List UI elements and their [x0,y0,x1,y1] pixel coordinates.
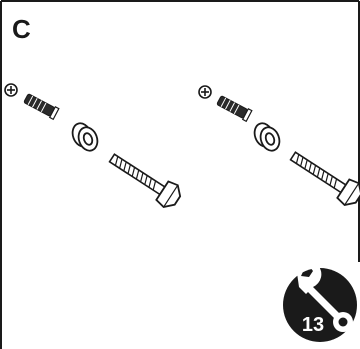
spacer-washer [253,122,281,152]
spacer-washer [71,122,99,152]
hardware-set-1 [4,83,182,209]
step-letter: C [12,14,31,44]
phillips-screwdriver-icon [4,83,18,97]
wrench-icon [296,260,353,332]
hardware-set-2 [198,85,360,207]
tool-size-label: 13 [302,314,324,336]
wall-anchor [216,95,253,123]
wall-anchor [23,93,60,121]
hex-bolt [108,153,182,209]
phillips-screwdriver-icon [198,85,212,99]
tool-badge: 13 [283,260,357,342]
hex-bolt [289,151,360,207]
